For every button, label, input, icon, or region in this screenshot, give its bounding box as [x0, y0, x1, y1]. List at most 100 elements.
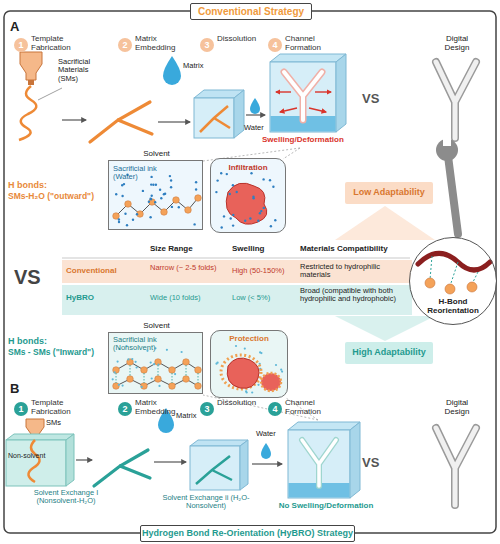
stable-cube	[302, 440, 336, 486]
wrench	[436, 136, 458, 234]
water-droplet	[261, 443, 271, 459]
solvent-dot	[221, 226, 223, 228]
solvent-dot	[215, 191, 217, 193]
solvent-dot	[280, 369, 282, 371]
solvent-dot	[118, 218, 120, 220]
chain-bead	[173, 197, 180, 204]
matrix-block	[200, 106, 230, 132]
solvent-dot	[150, 176, 152, 178]
solvent-dot	[122, 385, 124, 387]
solvent-dot	[159, 189, 161, 191]
zoom-circle: H-Bond Reorientation	[409, 237, 497, 325]
zoom-circle: Protection	[210, 330, 288, 398]
step-circle: 1Template Fabrication	[14, 402, 28, 416]
h-bond-links	[430, 256, 478, 286]
step-circle: 3Dissolution	[200, 38, 214, 52]
material-label: Water	[256, 430, 286, 438]
chain-bead	[169, 367, 176, 374]
solvent-dot	[158, 385, 160, 387]
solvent-dot	[118, 384, 120, 386]
vs-label: VS	[14, 266, 54, 288]
solvent-dot	[169, 175, 171, 177]
adaptability-arrow	[335, 316, 435, 341]
solvent-dot	[160, 197, 162, 199]
adaptability-text: Low Adaptability	[345, 187, 433, 197]
solvent-dot	[170, 179, 172, 181]
solvent-dot	[127, 358, 129, 360]
process-arrow	[246, 114, 265, 115]
solvent-dot	[220, 172, 222, 174]
solvent-dot	[118, 221, 120, 223]
zoom-panel: SolventSacrificial ink (Water)	[108, 160, 203, 230]
h-bond-heading: H bonds:	[8, 336, 68, 346]
solvent-dot	[223, 215, 225, 217]
solvent-dot	[257, 220, 259, 222]
leader-line	[38, 88, 62, 100]
table-row	[62, 260, 412, 283]
step-label: Dissolution	[217, 35, 273, 44]
solvent-dot	[151, 377, 153, 379]
sacrificial-beads	[467, 282, 477, 292]
swollen-cube	[336, 54, 346, 132]
table-row	[62, 285, 412, 315]
matrix-block	[194, 98, 234, 138]
h-bond-links	[450, 262, 458, 286]
stable-cube	[302, 440, 336, 486]
solvent-dot	[115, 193, 117, 195]
solvent-dot	[250, 172, 252, 174]
process-arrow	[154, 461, 186, 462]
step-number: 4	[268, 40, 282, 50]
design-label: Digital Design	[437, 35, 477, 53]
swollen-cube	[280, 108, 297, 112]
digital-design-y	[436, 428, 476, 505]
chain-bead	[127, 359, 134, 366]
solvent-dot	[136, 213, 138, 215]
solvent-dot	[136, 366, 138, 368]
stable-cube	[350, 422, 360, 498]
solvent-dot	[135, 361, 137, 363]
polymer-backbone	[418, 253, 490, 270]
matrix-block	[240, 440, 248, 490]
solvent-dot	[174, 373, 176, 375]
chain-bead	[137, 211, 144, 218]
solvent-dot	[149, 216, 151, 218]
h-bond-links	[430, 256, 432, 280]
sacrificial-template	[94, 450, 150, 486]
panel-fill	[210, 330, 288, 398]
table-rule	[62, 258, 410, 259]
zoom-line	[283, 148, 300, 159]
chain-bead	[113, 367, 120, 374]
digital-design-y	[436, 62, 476, 138]
step-number: 3	[200, 404, 214, 414]
process-arrow	[62, 119, 86, 120]
panel-text: Infiltration	[211, 164, 285, 173]
process-arrow	[252, 463, 282, 464]
title-box: Conventional Strategy	[190, 3, 312, 20]
stable-cube	[288, 422, 360, 430]
chain-link	[116, 198, 198, 216]
solvent-dot	[246, 391, 248, 393]
digital-design-y	[436, 62, 476, 138]
matrix-block	[196, 456, 232, 484]
step-label: Channel Formation	[285, 399, 341, 417]
chain-bead	[125, 201, 132, 208]
solvent-dot	[249, 217, 251, 219]
step-circle: 1Template Fabrication	[14, 38, 28, 52]
panel-letter: A	[10, 20, 30, 35]
adaptability-box: High Adaptability	[345, 342, 433, 364]
matrix-droplet	[163, 56, 181, 85]
solvent-dot	[149, 198, 151, 200]
solvent-dot	[164, 193, 166, 195]
table-header: Size Range	[150, 245, 228, 254]
polymer-chain	[113, 195, 202, 220]
matrix-block	[194, 90, 244, 138]
solvent-dot	[126, 224, 128, 226]
material-label: Water	[244, 124, 274, 132]
solvent-dot	[150, 183, 152, 185]
solvent-dot	[235, 345, 237, 347]
solvent-dot	[152, 184, 154, 186]
solvent-dot	[232, 214, 234, 216]
matrix-block	[190, 440, 248, 490]
nonsolvent-bath	[6, 434, 74, 486]
step-circle: 4Channel Formation	[268, 402, 282, 416]
